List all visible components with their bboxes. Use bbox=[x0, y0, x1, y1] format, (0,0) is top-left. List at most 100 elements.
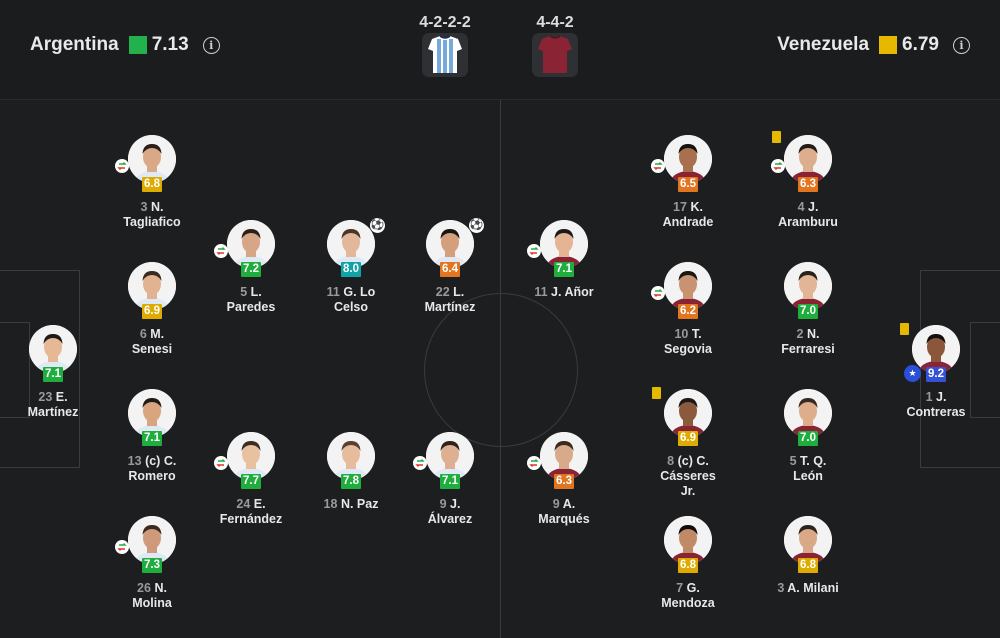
player-name-line1: 4 J. bbox=[748, 200, 868, 215]
player-name-line1: 22 L. bbox=[390, 285, 510, 300]
player-photo bbox=[426, 432, 474, 480]
player-name-line2: Segovia bbox=[664, 342, 712, 356]
info-icon[interactable]: i bbox=[202, 36, 220, 54]
player-name-line2: Molina bbox=[132, 596, 172, 610]
player-rating: 6.4 bbox=[440, 262, 460, 277]
player-photo bbox=[664, 135, 712, 183]
player-name-first: L. bbox=[453, 285, 465, 299]
player-rating: 7.8 bbox=[341, 474, 361, 489]
player-photo bbox=[664, 389, 712, 437]
player-of-the-match-icon: ★ bbox=[904, 365, 921, 382]
player-name-line1: 17 K. bbox=[628, 200, 748, 215]
player-name-line1: 26 N. bbox=[92, 581, 212, 596]
player-name-line1: 1 J. bbox=[876, 390, 996, 405]
player-name-line1: 24 E. bbox=[191, 497, 311, 512]
player-number: 18 bbox=[323, 497, 338, 511]
player-name-line1: 3 N. bbox=[92, 200, 212, 215]
player-name-line2: Martínez bbox=[27, 405, 79, 419]
yellow-card-icon bbox=[652, 387, 661, 399]
player-photo bbox=[327, 432, 375, 480]
player-rating: 7.3 bbox=[142, 558, 162, 573]
player-photo bbox=[912, 325, 960, 373]
player-number: 24 bbox=[236, 497, 251, 511]
player-rating: 7.1 bbox=[440, 474, 460, 489]
player-number: 4 bbox=[797, 200, 805, 214]
player-name-line1: 9 J. bbox=[390, 497, 510, 512]
player-name-line1: 2 N. bbox=[748, 327, 868, 342]
player-rating: 6.8 bbox=[678, 558, 698, 573]
player-name-first: (c) C. bbox=[145, 454, 177, 468]
player-name-first: J. bbox=[808, 200, 819, 214]
player-name-first: M. bbox=[150, 327, 165, 341]
player-name: 3 N.Tagliafico bbox=[92, 200, 212, 230]
home-goal-area bbox=[0, 322, 30, 418]
player-name: 6 M.Senesi bbox=[92, 327, 212, 357]
player-name-first: G. Lo bbox=[343, 285, 376, 299]
player-photo bbox=[128, 389, 176, 437]
player-rating: 7.7 bbox=[241, 474, 261, 489]
player-rating: 7.0 bbox=[798, 431, 818, 446]
player-name: 5 L.Paredes bbox=[191, 285, 311, 315]
info-icon[interactable]: i bbox=[953, 36, 970, 54]
player-name-line2: Fernández bbox=[219, 512, 283, 526]
player-name-line1: 11 G. Lo bbox=[291, 285, 411, 300]
substitution-icon bbox=[214, 244, 228, 258]
player-name-line1: 3 A. Milani bbox=[748, 581, 868, 596]
player-number: 3 bbox=[777, 581, 785, 595]
player-photo bbox=[227, 220, 275, 268]
substitution-icon bbox=[413, 456, 427, 470]
player-name-first: A. bbox=[562, 497, 576, 511]
player-name: 9 J.Álvarez bbox=[390, 497, 510, 527]
home-team[interactable]: Argentina 7.13 i bbox=[30, 34, 220, 56]
player-photo bbox=[29, 325, 77, 373]
player-name-first: J. Añor bbox=[551, 285, 594, 299]
away-team[interactable]: Venezuela 6.79 i bbox=[777, 34, 970, 56]
player-name-line1: 5 T. Q. bbox=[748, 454, 868, 469]
player-number: 1 bbox=[925, 390, 933, 404]
player-rating: 6.5 bbox=[678, 177, 698, 192]
player-name-line1: 23 E. bbox=[0, 390, 113, 405]
player-name: 26 N.Molina bbox=[92, 581, 212, 611]
player-name-line1: 6 M. bbox=[92, 327, 212, 342]
player-number: 6 bbox=[139, 327, 147, 341]
player-name-first: N. Paz bbox=[340, 497, 379, 511]
player-name-line2: Contreras bbox=[906, 405, 966, 419]
player-photo bbox=[540, 220, 588, 268]
player-name: 24 E.Fernández bbox=[191, 497, 311, 527]
player-name-first: (c) C. bbox=[677, 454, 709, 468]
player-name-line2: Martínez bbox=[424, 300, 476, 314]
player-name: 9 A.Marqués bbox=[504, 497, 624, 527]
player-rating: 7.1 bbox=[43, 367, 63, 382]
player-rating: 8.0 bbox=[341, 262, 361, 277]
home-team-name: Argentina bbox=[30, 34, 119, 55]
away-rating-square bbox=[879, 36, 898, 54]
substitution-icon bbox=[214, 456, 228, 470]
player-name-first: J. bbox=[936, 390, 947, 404]
player-photo bbox=[128, 516, 176, 564]
player-number: 8 bbox=[667, 454, 675, 468]
player-name: 7 G.Mendoza bbox=[628, 581, 748, 611]
yellow-card-icon bbox=[900, 323, 909, 335]
player-name-line2: Aramburu bbox=[778, 215, 838, 229]
player-name-line1: 7 G. bbox=[628, 581, 748, 596]
player-rating: 9.2 bbox=[926, 367, 946, 382]
substitution-icon bbox=[771, 159, 785, 173]
player-name-first: J. bbox=[450, 497, 461, 511]
home-shirt-icon bbox=[422, 33, 468, 77]
player-name-line1: 11 J. Añor bbox=[504, 285, 624, 300]
player-name-first: A. Milani bbox=[787, 581, 839, 595]
player-name-line2: Ferraresi bbox=[781, 342, 835, 356]
player-name: 23 E.Martínez bbox=[0, 390, 113, 420]
player-rating: 7.2 bbox=[241, 262, 261, 277]
player-number: 2 bbox=[796, 327, 804, 341]
player-number: 5 bbox=[789, 454, 797, 468]
home-penalty-box bbox=[0, 270, 80, 468]
player-name-line1: 13 (c) C. bbox=[92, 454, 212, 469]
player-name-line2: Romero bbox=[128, 469, 176, 483]
player-photo bbox=[426, 220, 474, 268]
player-photo bbox=[784, 262, 832, 310]
player-name-line1: 8 (c) C. bbox=[628, 454, 748, 469]
player-name-line2: Senesi bbox=[131, 342, 173, 356]
